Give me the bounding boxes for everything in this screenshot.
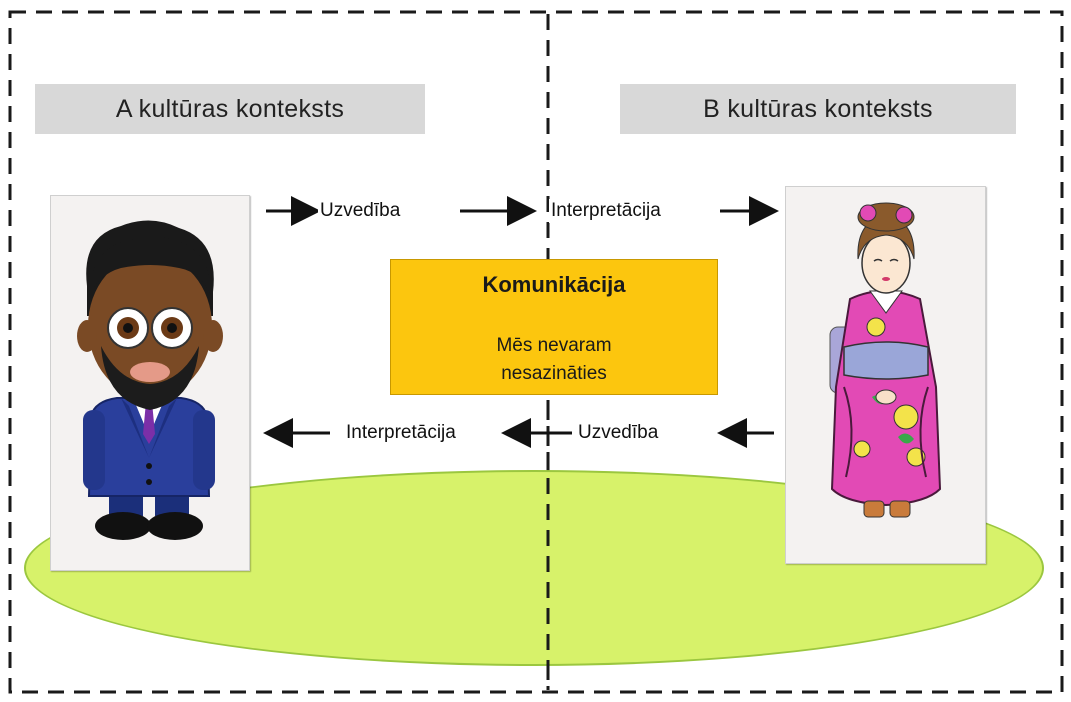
person-a-portrait [50, 195, 250, 571]
context-a-label: A kultūras konteksts [35, 84, 425, 134]
communication-box: Komunikācija Mēs nevaram nesazināties [390, 259, 718, 395]
bearded-man-icon [77, 220, 223, 540]
bottom-uzvediba-label: Uzvedība [576, 421, 661, 445]
top-interpretacija-label: Interpretācija [549, 199, 663, 223]
outer-dashed-border [8, 10, 1064, 694]
top-uzvediba-label: Uzvedība [318, 199, 403, 223]
kimono-woman-icon [829, 202, 942, 518]
context-b-label: B kultūras konteksts [620, 84, 1016, 134]
communication-subtitle: Mēs nevaram nesazināties [496, 335, 612, 384]
bottom-interpretacija-label: Interpretācija [344, 421, 458, 445]
communication-title: Komunikācija [482, 272, 626, 297]
person-b-portrait [785, 186, 986, 564]
